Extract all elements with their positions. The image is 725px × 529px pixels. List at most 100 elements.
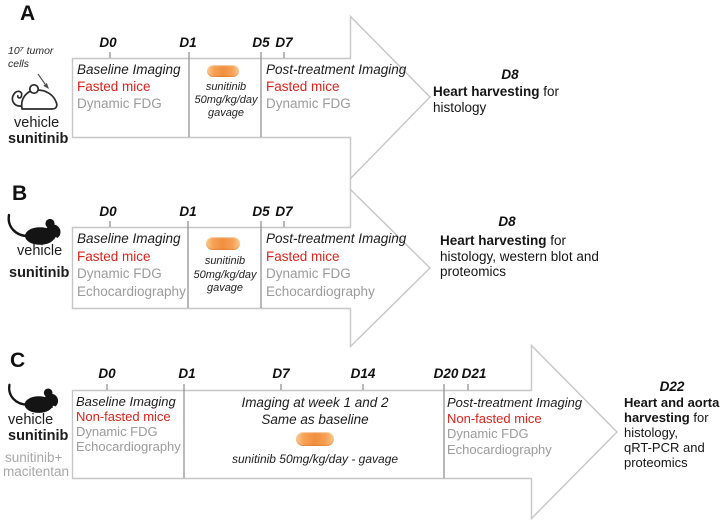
sunitinib-pill-icon (207, 65, 239, 77)
imaging-method: Dynamic FDG (266, 266, 351, 281)
imaging-method: Dynamic FDG (266, 96, 351, 111)
outcome-line2: harvesting for (624, 410, 719, 425)
sunitinib-pill-icon (296, 432, 334, 446)
fasting-status: Fasted mice (77, 248, 151, 264)
echo-method: Echocardiography (266, 283, 375, 299)
post-box-title: Post-treatment Imaging (266, 231, 407, 246)
day-label-d0: D0 (99, 35, 117, 50)
day-label-d5: D5 (252, 35, 270, 50)
outline-mouse-icon (11, 83, 58, 110)
outcome-day: D8 (498, 214, 516, 229)
day-label-d20: D20 (433, 366, 459, 381)
mid-imaging-note: Imaging at week 1 and 2 Same as baseline (200, 395, 430, 428)
outcome-line3: proteomics (440, 264, 507, 279)
baseline-box: Baseline Imaging Fasted mice Dynamic FDG… (77, 230, 186, 300)
tumor-cells-line2: cells (8, 58, 30, 70)
outcome-line2: histology (433, 100, 487, 115)
outcome-bold: harvesting (624, 410, 690, 425)
post-treatment-box: Post-treatment Imaging Fasted mice Dynam… (266, 230, 406, 300)
day-label-d1: D1 (178, 366, 196, 381)
day-label-d21: D21 (461, 366, 487, 381)
day-label-d7: D7 (275, 35, 293, 50)
echo-method: Echocardiography (447, 441, 552, 457)
imaging-method: Dynamic FDG (447, 426, 529, 441)
outcome-day: D22 (659, 379, 685, 394)
baseline-box-title: Baseline Imaging (77, 231, 181, 246)
outcome-rest: for (546, 233, 567, 248)
outcome-line2: histology, western blot and (440, 248, 599, 264)
treatment-dose-box: sunitinib 50mg/kg/day gavage (189, 81, 263, 120)
outcome-line1: Heart harvesting for (440, 233, 599, 249)
treatment-dose-line: sunitinib 50mg/kg/day - gavage (231, 452, 399, 466)
outcome-text: Heart harvesting for histology (433, 84, 559, 116)
outcome-day: D8 (501, 67, 519, 82)
group-label-macitentan: macitentan (3, 464, 70, 479)
outcome-bold: Heart harvesting (440, 233, 547, 248)
post-box-title: Post-treatment Imaging (447, 395, 583, 410)
fasting-status: Fasted mice (266, 79, 340, 94)
baseline-box-title: Baseline Imaging (77, 62, 181, 77)
baseline-box: Baseline Imaging Fasted mice Dynamic FDG (77, 61, 181, 112)
group-label-sunitinib: sunitinib (9, 265, 70, 281)
day-label-d0: D0 (98, 366, 116, 381)
group-label-vehicle: vehicle (8, 412, 54, 428)
treatment-dose-line1: sunitinib (205, 81, 247, 93)
day-label-d0: D0 (99, 204, 117, 219)
post-treatment-box: Post-treatment Imaging Non-fasted mice D… (447, 395, 582, 457)
imaging-method: Dynamic FDG (76, 424, 158, 439)
day-label-d14: D14 (350, 366, 376, 381)
panel-c-label: C (10, 349, 26, 372)
fasting-status: Non-fasted mice (447, 410, 542, 426)
pointer-arrow-icon (37, 73, 49, 89)
tumor-cells-note: 10⁷ tumor cells (8, 45, 53, 71)
panel-b-label: B (12, 182, 28, 205)
sunitinib-pill-icon (206, 237, 240, 250)
day-label-d5: D5 (252, 204, 270, 219)
treatment-dose-line2: 50mg/kg/day (193, 268, 257, 281)
imaging-method: Dynamic FDG (77, 96, 162, 111)
treatment-dose-line2: 50mg/kg/day (194, 94, 258, 106)
outcome-text: Heart and aorta harvesting for histology… (624, 395, 719, 470)
block-arrow-shape-c (71, 343, 618, 521)
fasting-status: Fasted mice (77, 79, 151, 94)
block-arrow-shape-b (71, 187, 431, 349)
day-label-d7: D7 (275, 204, 293, 219)
baseline-box-title: Baseline Imaging (76, 394, 176, 409)
outcome-text: Heart harvesting for histology, western … (440, 233, 599, 280)
outcome-bold-line1: Heart and aorta (624, 395, 720, 410)
mid-imaging-line2: Same as baseline (261, 411, 369, 427)
outcome-rest: for (689, 410, 709, 425)
outcome-rest: for (539, 84, 560, 99)
day-label-d1: D1 (179, 35, 197, 50)
fasting-status: Fasted mice (266, 248, 340, 264)
day-label-d7: D7 (272, 366, 290, 381)
group-label-sunitinib: sunitinib (8, 428, 69, 444)
echo-method: Echocardiography (77, 283, 186, 299)
echo-method: Echocardiography (76, 439, 181, 454)
block-arrow-shape-a (71, 14, 431, 181)
outcome-line1: Heart harvesting for (433, 84, 559, 100)
post-treatment-box: Post-treatment Imaging Fasted mice Dynam… (266, 61, 406, 112)
treatment-dose-line3: gavage (207, 107, 245, 119)
group-label-sunitinib: sunitinib (8, 131, 69, 147)
day-label-d1: D1 (179, 204, 197, 219)
outcome-line4: qRT-PCR and (624, 440, 705, 455)
post-box-title: Post-treatment Imaging (266, 62, 407, 77)
group-label-vehicle: vehicle (17, 243, 63, 259)
outcome-line5: proteomics (624, 455, 688, 470)
baseline-box: Baseline Imaging Non-fasted mice Dynamic… (76, 394, 181, 454)
imaging-method: Dynamic FDG (77, 266, 162, 281)
outcome-bold: Heart harvesting (433, 84, 540, 99)
treatment-dose-line3: gavage (206, 282, 244, 294)
treatment-dose-box: sunitinib 50mg/kg/day gavage (187, 255, 263, 296)
filled-mouse-icon (7, 213, 61, 245)
tumor-cells-line1: 10⁷ tumor (8, 45, 54, 57)
group-label-sunitinib-macitentan: sunitinib+ (5, 450, 63, 465)
group-label-vehicle: vehicle (14, 115, 60, 131)
outcome-line3: histology, (624, 425, 678, 440)
filled-mouse-icon (8, 383, 59, 413)
mid-imaging-line1: Imaging at week 1 and 2 (241, 395, 389, 410)
treatment-dose-line1: sunitinib (204, 255, 246, 267)
